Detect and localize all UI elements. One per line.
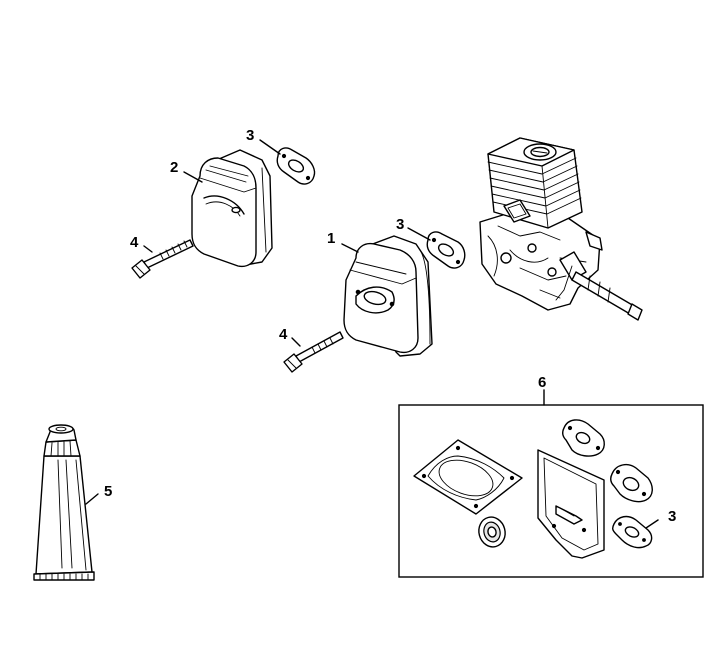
callout-4-bottom: 4 — [279, 326, 288, 343]
gasket-set-gasket-bottom — [611, 515, 653, 549]
callout-1: 1 — [327, 230, 335, 247]
gasket-set-muffler-plate — [537, 449, 605, 559]
callout-3-set: 3 — [668, 508, 676, 525]
gasket-upper[interactable] — [276, 147, 316, 185]
muffler-lower[interactable] — [343, 235, 433, 357]
callout-6: 6 — [538, 374, 546, 391]
gasket-set-seal-ring — [478, 516, 506, 548]
engine-assembly — [479, 137, 643, 321]
screw-lower[interactable] — [283, 331, 344, 373]
callout-2: 2 — [170, 159, 178, 176]
callout-3-middle: 3 — [396, 216, 404, 233]
gasket-set-gasket-middle — [609, 463, 653, 503]
muffler-upper[interactable] — [191, 149, 273, 268]
leader-lines — [85, 139, 659, 529]
gasket-set-frame[interactable] — [398, 404, 704, 578]
screw-upper[interactable] — [131, 239, 194, 279]
gasket-set-cylinder-base — [413, 439, 523, 515]
callout-5: 5 — [104, 483, 112, 500]
gasket-set-gasket-top — [561, 419, 605, 457]
grease-tube[interactable] — [33, 424, 95, 581]
callout-3-top: 3 — [246, 127, 254, 144]
callout-4-top: 4 — [130, 234, 139, 251]
gasket-middle[interactable] — [426, 231, 466, 269]
